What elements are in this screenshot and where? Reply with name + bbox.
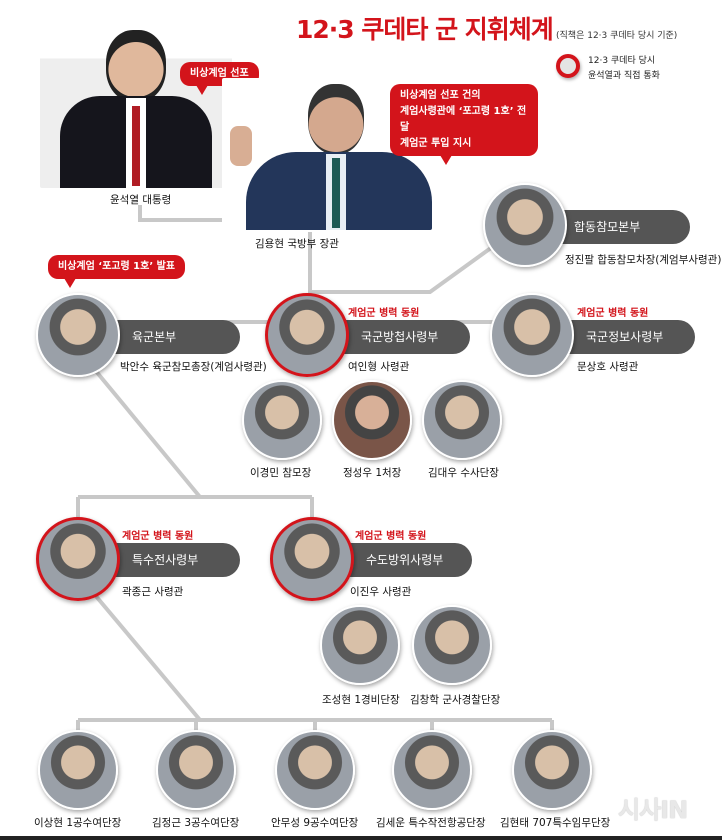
staff-photo — [422, 380, 502, 460]
staff-name: 김대우 수사단장 — [428, 467, 499, 479]
mobilized-label: 계엄군 병력 동원 — [348, 308, 420, 319]
brigade-commander-photo — [392, 730, 472, 810]
capital-defense-commander-photo — [270, 517, 354, 601]
staff-photo — [320, 605, 400, 685]
subtitle: (직책은 12·3 쿠데타 당시 기준) — [556, 31, 678, 41]
bubble-line: 계엄군 투입 지시 — [400, 138, 472, 149]
counterintel-commander-photo — [265, 293, 349, 377]
special-warfare-commander-photo — [36, 517, 120, 601]
brigade-commander-name: 김현태 707특수임무단장 — [500, 817, 611, 829]
legend-line2: 윤석열과 직접 통화 — [588, 71, 660, 81]
jcs-name: 정진팔 합동참모차장(계엄부사령관) — [565, 254, 722, 266]
staff-photo — [412, 605, 492, 685]
president-photo — [40, 26, 232, 188]
staff-photo — [332, 380, 412, 460]
staff-name: 정성우 1처장 — [343, 467, 402, 479]
legend-line1: 12·3 쿠데타 당시 — [588, 56, 656, 66]
legend-ring-icon — [556, 54, 580, 78]
mobilized-label: 계엄군 병력 동원 — [355, 531, 427, 542]
brigade-commander-name: 안무성 9공수여단장 — [271, 817, 359, 829]
counterintel-commander-name: 여인형 사령관 — [348, 361, 410, 373]
mobilized-label: 계엄군 병력 동원 — [577, 308, 649, 319]
president-name: 윤석열 대통령 — [110, 194, 172, 206]
brigade-commander-photo — [156, 730, 236, 810]
jcs-photo — [483, 183, 567, 267]
bubble-line: 계엄사령관에 ‘포고령 1호’ 전달 — [400, 106, 527, 133]
brigade-commander-photo — [275, 730, 355, 810]
bottom-bar — [0, 836, 722, 840]
staff-photo — [242, 380, 322, 460]
staff-name: 조성현 1경비단장 — [322, 694, 400, 706]
intel-commander-photo — [490, 293, 574, 377]
army-chief-photo — [36, 293, 120, 377]
bubble-line: 비상계엄 선포 건의 — [400, 90, 481, 101]
brigade-commander-name: 이상현 1공수여단장 — [34, 817, 122, 829]
brigade-commander-name: 김정근 3공수여단장 — [152, 817, 240, 829]
decree-bubble: 비상계엄 ‘포고령 1호’ 발표 — [48, 255, 185, 288]
mobilized-label: 계엄군 병력 동원 — [122, 531, 194, 542]
staff-name: 김창학 군사경찰단장 — [410, 694, 501, 706]
brigade-commander-photo — [512, 730, 592, 810]
army-chief-name: 박안수 육군참모총장(계엄사령관) — [120, 361, 267, 373]
watermark-logo: 시사IN — [618, 796, 688, 824]
capital-defense-commander-name: 이진우 사령관 — [350, 586, 412, 598]
staff-name: 이경민 참모장 — [250, 467, 312, 479]
brigade-commander-photo — [38, 730, 118, 810]
intel-commander-name: 문상호 사령관 — [577, 361, 639, 373]
page-title: 12·3 쿠데타 군 지휘체계 — [296, 15, 554, 44]
special-warfare-commander-name: 곽종근 사령관 — [122, 586, 184, 598]
minister-name: 김용현 국방부 장관 — [255, 238, 339, 250]
brigade-commander-name: 김세운 특수작전항공단장 — [376, 817, 486, 829]
minister-bubble: 비상계엄 선포 건의 계엄사령관에 ‘포고령 1호’ 전달 계엄군 투입 지시 — [390, 84, 538, 165]
